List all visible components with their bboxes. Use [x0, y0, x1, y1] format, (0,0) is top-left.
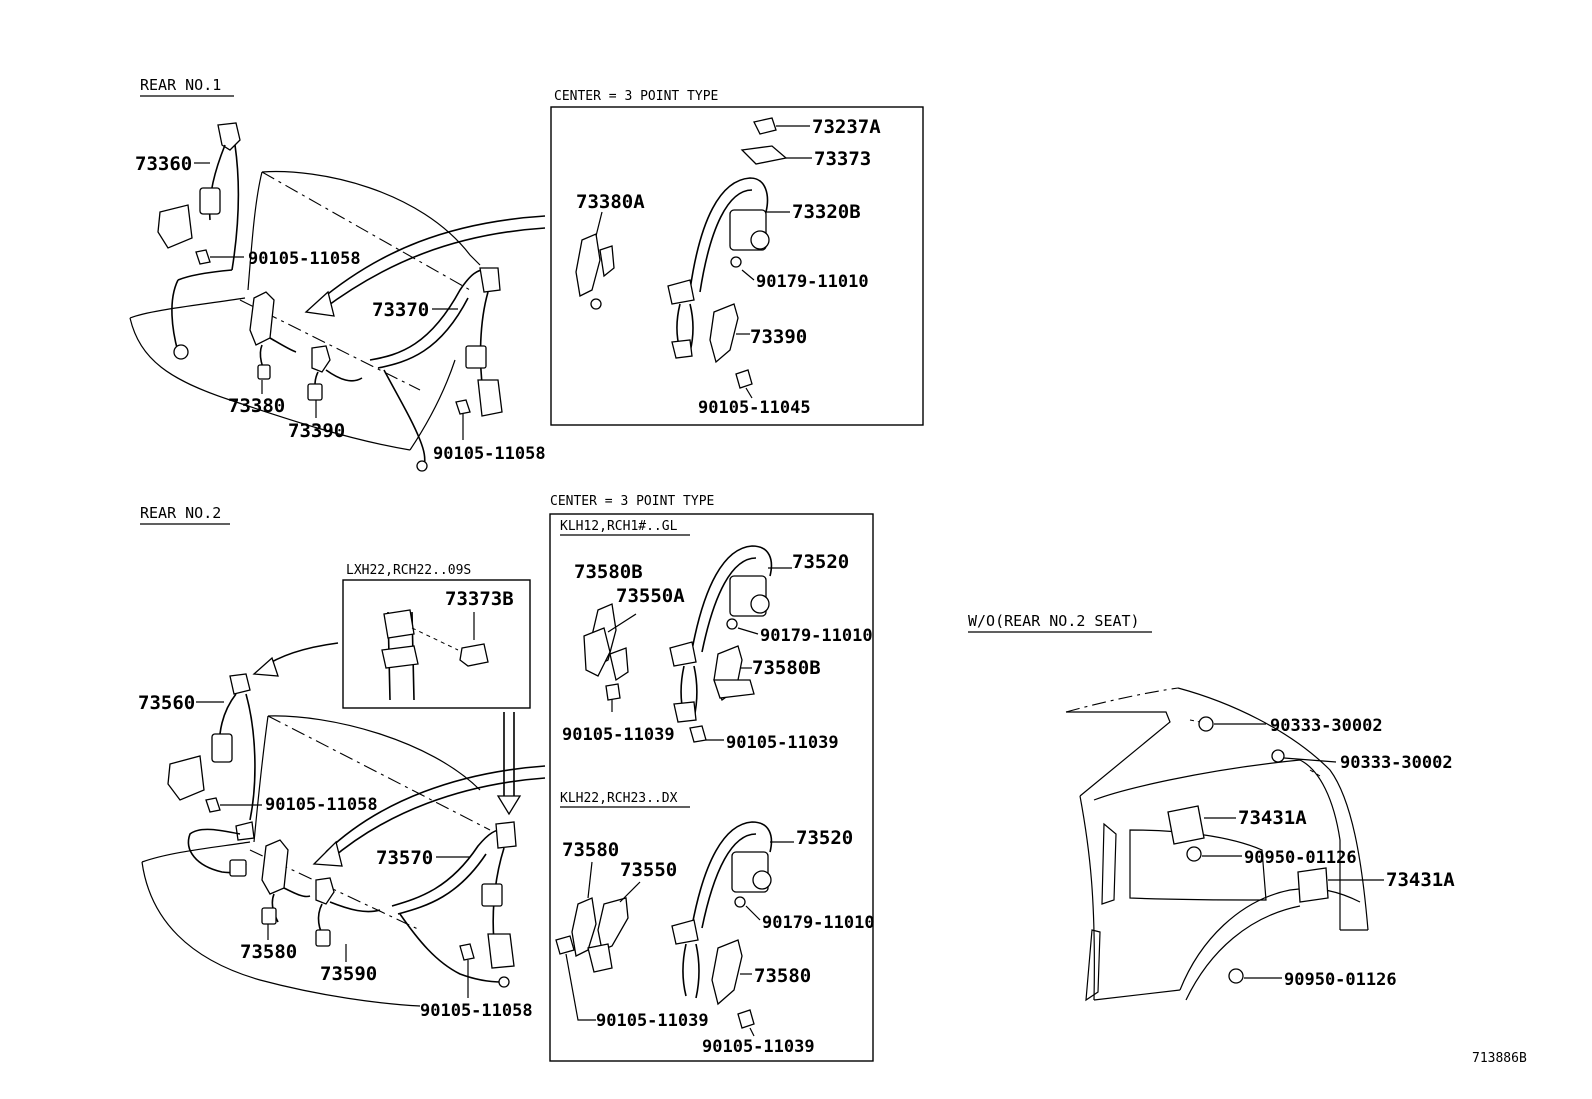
- rear1-buckle-73380: [249, 291, 275, 346]
- wo-rear2-section: W/O(REAR NO.2 SEAT) 90333-30002 90333-30…: [968, 612, 1455, 1002]
- lxh-box: [342, 579, 531, 709]
- part-73373-shape: [740, 145, 788, 165]
- label-73390: 73390: [288, 420, 345, 442]
- gl-title: KLH12,RCH1#..GL: [560, 519, 678, 534]
- lxh-box-title: LXH22,RCH22..09S: [346, 563, 471, 578]
- rear-no2-section: REAR NO.2 LXH22,RCH22..09S 73373B: [138, 504, 546, 1021]
- label-wo-cover1: 73431A: [1238, 807, 1307, 829]
- label-73550: 73550: [620, 859, 677, 881]
- rear-no2-title: REAR NO.2: [140, 504, 221, 522]
- rear1-retractor-anchor: [217, 122, 241, 151]
- label-wo-plug2: 90333-30002: [1340, 753, 1453, 773]
- label-rear1-center-nut: 90179-11010: [756, 272, 869, 292]
- label-wo-plug4: 90950-01126: [1284, 970, 1397, 990]
- label-rear1-bolt-upper: 90105-11058: [248, 249, 361, 269]
- label-73370: 73370: [372, 299, 429, 321]
- label-73570: 73570: [376, 847, 433, 869]
- label-73380A: 73380A: [576, 191, 645, 213]
- label-73520-dx: 73520: [796, 827, 853, 849]
- rear1-retractor-mechanism: [157, 204, 193, 249]
- part-73380A-shape: [575, 233, 601, 297]
- label-wo-cover2: 73431A: [1386, 869, 1455, 891]
- part-73237A-shape: [753, 117, 777, 135]
- label-73590: 73590: [320, 963, 377, 985]
- label-gl-nut: 90179-11010: [760, 626, 873, 646]
- wo-title: W/O(REAR NO.2 SEAT): [968, 612, 1140, 630]
- label-73380: 73380: [228, 395, 285, 417]
- wo-cover1-shape: [1167, 805, 1205, 845]
- rear2-center-box: CENTER = 3 POINT TYPE KLH12,RCH1#..GL 73…: [549, 494, 875, 1062]
- rear1-center-title: CENTER = 3 POINT TYPE: [554, 89, 718, 104]
- label-73580-dx-2: 73580: [754, 965, 811, 987]
- label-73580: 73580: [240, 941, 297, 963]
- label-gl-bolt2: 90105-11039: [726, 733, 839, 753]
- label-dx-nut: 90179-11010: [762, 913, 875, 933]
- label-73320B: 73320B: [792, 201, 861, 223]
- rear1-arrow: [317, 215, 546, 303]
- label-rear1-center-73390: 73390: [750, 326, 807, 348]
- label-gl-bolt1: 90105-11039: [562, 725, 675, 745]
- dx-title: KLH22,RCH23..DX: [560, 791, 678, 806]
- label-73373: 73373: [814, 148, 871, 170]
- diagram-code: 713886B: [1472, 1051, 1527, 1066]
- label-73560: 73560: [138, 692, 195, 714]
- label-73580B-2: 73580B: [752, 657, 821, 679]
- label-dx-bolt1: 90105-11039: [596, 1011, 709, 1031]
- label-73520-gl: 73520: [792, 551, 849, 573]
- label-73550A: 73550A: [616, 585, 685, 607]
- rear1-center-belt: [369, 268, 489, 361]
- part-73373B-shape: [459, 643, 489, 667]
- label-wo-plug3: 90950-01126: [1244, 848, 1357, 868]
- rear-no1-section: REAR NO.1: [129, 76, 546, 472]
- rear1-center-box: CENTER = 3 POINT TYPE 73237A 73373 73380…: [550, 89, 924, 426]
- label-rear1-bolt-lower: 90105-11058: [433, 444, 546, 464]
- wo-plug1-shape: [1198, 716, 1214, 732]
- label-wo-plug1: 90333-30002: [1270, 716, 1383, 736]
- rear-no1-title: REAR NO.1: [140, 76, 221, 94]
- rear1-buckle-73390: [311, 345, 331, 373]
- rear2-retractor-mechanism: [167, 755, 205, 801]
- rear2-retractor-body: [211, 733, 233, 763]
- label-rear1-center-bolt: 90105-11045: [698, 398, 811, 418]
- rear1-retractor-body: [199, 187, 221, 215]
- rear2-center-title: CENTER = 3 POINT TYPE: [550, 494, 714, 509]
- label-73580B-1: 73580B: [574, 561, 643, 583]
- part-73390-center-shape: [709, 303, 739, 364]
- label-73237A: 73237A: [812, 116, 881, 138]
- wo-cover2-shape: [1297, 867, 1329, 903]
- label-73373B: 73373B: [445, 588, 514, 610]
- label-dx-bolt2: 90105-11039: [702, 1037, 815, 1057]
- label-rear2-bolt-upper: 90105-11058: [265, 795, 378, 815]
- label-rear2-bolt-lower: 90105-11058: [420, 1001, 533, 1021]
- label-73580-dx: 73580: [562, 839, 619, 861]
- label-73360: 73360: [135, 153, 192, 175]
